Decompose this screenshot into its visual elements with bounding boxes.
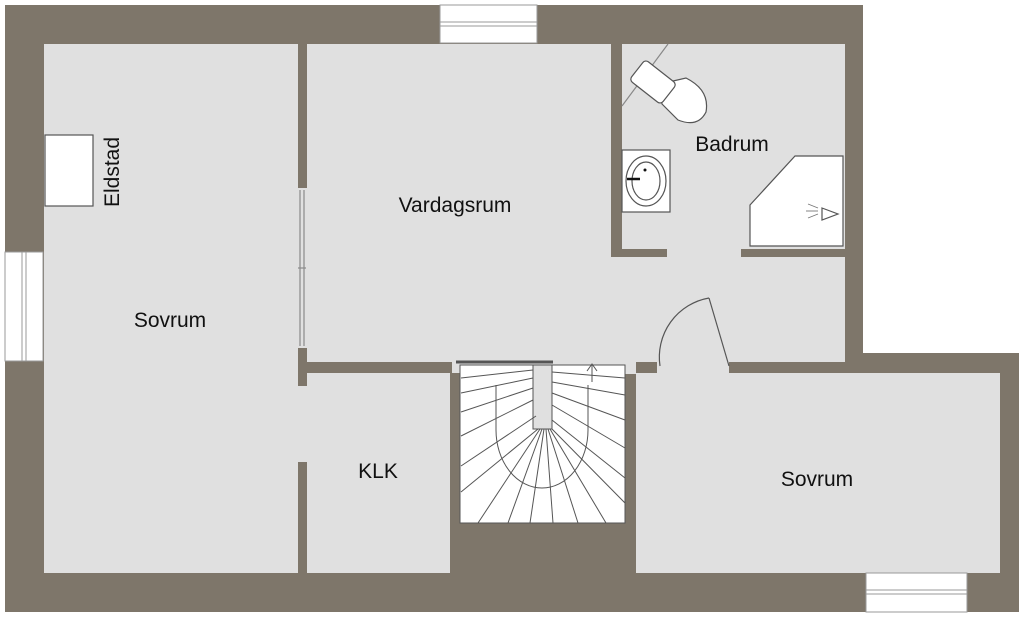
floor-closet-door-gap — [297, 386, 308, 462]
floor-living-room — [307, 44, 611, 362]
floor-bedroom-left — [44, 44, 298, 573]
staircase — [456, 360, 626, 524]
toilet-icon — [621, 43, 708, 124]
floor-door-gap-hall-bedroom — [657, 360, 729, 374]
fireplace-label: Eldstad — [101, 136, 124, 208]
bathroom-label: Badrum — [695, 133, 769, 156]
floor-door-gap-bath — [667, 246, 741, 258]
shower-icon — [749, 155, 844, 247]
bedroom-left-label: Sovrum — [133, 309, 207, 332]
floor-walk-in-closet — [307, 373, 450, 573]
floor-bedroom-right — [636, 373, 1000, 573]
window-top — [439, 4, 538, 44]
door-swing — [658, 297, 730, 367]
floor-hall — [611, 257, 845, 362]
sliding-door — [298, 190, 306, 346]
fireplace-icon — [44, 134, 94, 207]
window-left — [4, 251, 44, 362]
living-room-label: Vardagsrum — [398, 194, 512, 217]
window-bottom-right — [865, 572, 968, 613]
sink-icon — [621, 149, 671, 213]
walk-in-closet-label: KLK — [358, 460, 398, 483]
windows — [4, 4, 968, 613]
bedroom-right-label: Sovrum — [780, 468, 854, 491]
